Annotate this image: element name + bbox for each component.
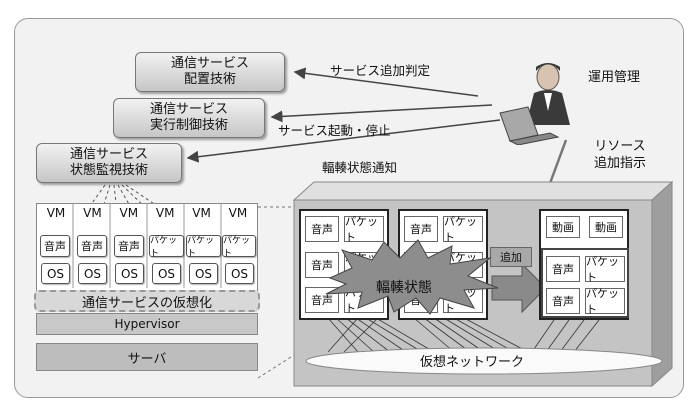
vm-service-2: 音声 — [77, 235, 107, 257]
os-box-4: OS — [152, 263, 181, 284]
hypervisor-layer: Hypervisor — [36, 313, 258, 335]
add-label-box: 追加 — [490, 247, 532, 267]
os-box-5: OS — [189, 263, 218, 284]
virtual-network-label: 仮想ネットワーク — [420, 355, 525, 370]
os-box-6: OS — [225, 263, 254, 284]
operator-icon — [499, 63, 570, 145]
vm-service-1: 音声 — [40, 235, 70, 257]
node-right-svc-4: パケット — [585, 287, 625, 316]
vm-service-4: パケット — [149, 235, 184, 259]
node-mid-svc-1: 音声 — [404, 216, 438, 242]
execution-tech-box: 通信サービス 実行制御技術 — [113, 98, 265, 138]
congestion-label: 輻輳状態 — [376, 280, 432, 296]
node-mid-svc-2: パケット — [443, 215, 483, 244]
resource-add-instruction-label: リソース 追加指示 — [594, 139, 647, 171]
vm-service-3: 音声 — [114, 235, 144, 257]
os-box-1: OS — [41, 263, 70, 284]
node-left-svc-1: 音声 — [305, 216, 339, 242]
vm-label-3: VM — [119, 206, 139, 220]
vm-service-6: パケット — [222, 235, 256, 259]
vm-label-1: VM — [46, 206, 66, 220]
vm-label-4: VM — [155, 206, 175, 220]
start-stop-arrow — [270, 104, 493, 123]
node-left-svc-2: パケット — [344, 215, 384, 244]
congestion-notice-label: 輻輳状態通知 — [322, 160, 398, 175]
server-layer: サーバ — [36, 343, 258, 371]
vm-label-2: VM — [83, 206, 102, 220]
monitoring-tech-box: 通信サービス 状態監視技術 — [36, 143, 182, 183]
os-box-2: OS — [78, 263, 107, 284]
vm-service-5: パケット — [186, 235, 221, 259]
vm-label-5: VM — [192, 206, 211, 220]
add-decision-label: サービス追加判定 — [330, 63, 431, 78]
os-box-3: OS — [115, 263, 144, 284]
service-virtualization-band: 通信サービスの仮想化 — [34, 290, 260, 312]
added-services-group — [541, 248, 629, 318]
vm-label-6: VM — [228, 206, 248, 220]
congestion-burst-icon — [325, 239, 499, 315]
node-right-svc-1: 音声 — [546, 256, 580, 282]
vm-row: VM VM VM VM VM VM — [38, 206, 256, 220]
congestion-notice-arrow — [186, 119, 501, 163]
node-right-video-1: 動画 — [546, 216, 580, 238]
node-left-svc-3: 音声 — [305, 252, 339, 278]
start-stop-label: サービス起動・停止 — [278, 123, 391, 138]
node-right-svc-2: パケット — [585, 255, 625, 284]
operator-label: 運用管理 — [588, 70, 641, 85]
node-right-svc-3: 音声 — [546, 288, 580, 314]
add-decision-arrow — [293, 67, 479, 97]
node-right-video-2: 動画 — [589, 216, 623, 238]
placement-tech-box: 通信サービス 配置技術 — [135, 52, 285, 92]
